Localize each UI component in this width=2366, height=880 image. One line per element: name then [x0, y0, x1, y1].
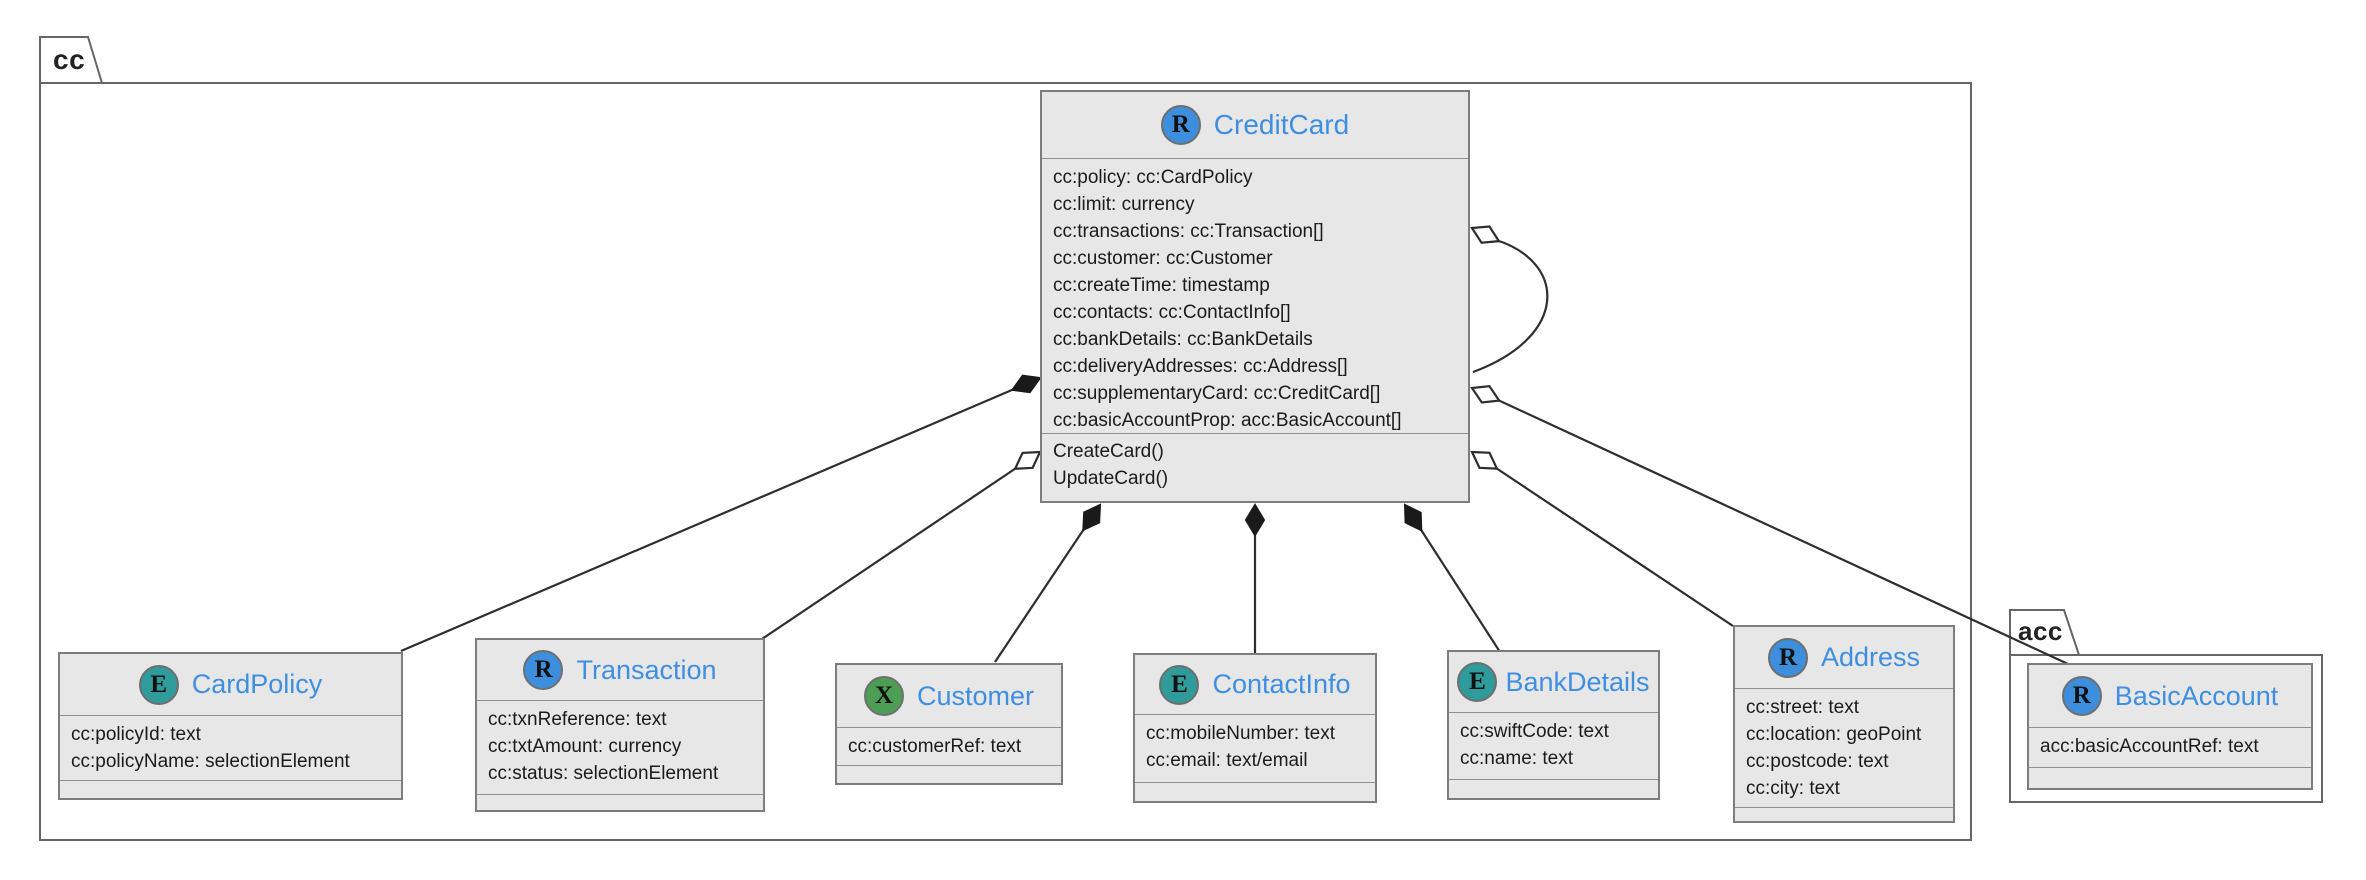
assoc-creditcard-self-loop: [1472, 238, 1549, 374]
class-cardpolicy[interactable]: E CardPolicy cc:policyId: text cc:policyN…: [58, 652, 403, 800]
class-address-attributes: cc:street: text cc:location: geoPoint cc:p…: [1735, 688, 1953, 807]
attribute-row: cc:customer: cc:Customer: [1053, 248, 1273, 269]
class-name: Customer: [916, 680, 1035, 711]
diamond-hollow-transaction: [1013, 450, 1042, 470]
attribute-row: cc:supplementaryCard: cc:CreditCard[]: [1053, 383, 1381, 404]
attribute-row: cc:txnReference: text: [488, 709, 667, 730]
class-cardpolicy-attributes: cc:policyId: text cc:policyName: selectio…: [60, 715, 401, 780]
diamond-hollow-self-loop: [1470, 225, 1501, 244]
class-name: BankDetails: [1505, 666, 1650, 697]
class-bankdetails-title: E BankDetails: [1449, 652, 1658, 712]
assoc-creditcard-transaction: [761, 451, 1041, 640]
attribute-row: cc:policy: cc:CardPolicy: [1053, 167, 1253, 188]
diamond-filled-bankdetails: [1403, 503, 1423, 532]
class-name: ContactInfo: [1212, 669, 1351, 699]
attribute-row: cc:location: geoPoint: [1746, 724, 1922, 745]
class-name: BasicAccount: [2114, 680, 2279, 711]
empty-methods-strip: [837, 765, 1061, 783]
attribute-row: cc:status: selectionElement: [488, 763, 719, 784]
class-basicaccount-attributes: acc:basicAccountRef: text: [2029, 727, 2311, 767]
assoc-creditcard-cardpolicy: [400, 376, 1041, 653]
class-name: Address: [1820, 642, 1921, 672]
attribute-row: cc:mobileNumber: text: [1146, 723, 1336, 744]
attribute-row: cc:email: text/email: [1146, 750, 1308, 771]
class-bankdetails[interactable]: E BankDetails cc:swiftCode: text cc:name:…: [1447, 650, 1660, 800]
method-row: CreateCard(): [1053, 441, 1164, 462]
class-name: CreditCard: [1213, 109, 1350, 140]
class-name: Transaction: [576, 654, 717, 685]
class-contactinfo-attributes: cc:mobileNumber: text cc:email: text/emai…: [1135, 714, 1375, 782]
attribute-row: cc:street: text: [1746, 697, 1859, 718]
empty-methods-strip: [477, 794, 763, 810]
class-creditcard-attributes: cc:policy: cc:CardPolicy cc:limit: curren…: [1042, 158, 1468, 433]
attribute-row: cc:customerRef: text: [848, 736, 1022, 757]
method-row: UpdateCard(): [1053, 468, 1169, 489]
attribute-row: cc:policyName: selectionElement: [71, 751, 350, 772]
class-transaction-title: R Transaction: [477, 640, 763, 700]
class-bankdetails-attributes: cc:swiftCode: text cc:name: text: [1449, 712, 1658, 779]
attribute-row: cc:name: text: [1460, 748, 1573, 769]
class-address-title: R Address: [1735, 627, 1953, 688]
package-cc-frame: [39, 82, 1972, 841]
resource-badge-icon: R: [1160, 105, 1201, 145]
package-acc-label: acc: [2018, 616, 2063, 646]
class-basicaccount[interactable]: R BasicAccount acc:basicAccountRef: text: [2027, 663, 2313, 790]
diamond-hollow-basicaccount: [1470, 384, 1502, 404]
class-contactinfo[interactable]: E ContactInfo cc:mobileNumber: text cc:em…: [1133, 653, 1377, 803]
class-name: CardPolicy: [191, 669, 323, 699]
package-cc-label: cc: [53, 44, 86, 75]
class-transaction-attributes: cc:txnReference: text cc:txtAmount: curre…: [477, 700, 763, 794]
class-contactinfo-title: E ContactInfo: [1135, 655, 1375, 714]
resource-badge-icon: R: [2061, 676, 2102, 716]
diamond-filled-cardpolicy: [1010, 374, 1042, 394]
class-address[interactable]: R Address cc:street: text cc:location: ge…: [1733, 625, 1955, 823]
attribute-row: cc:limit: currency: [1053, 194, 1195, 215]
element-badge-icon: E: [138, 664, 179, 705]
attribute-row: cc:transactions: cc:Transaction[]: [1053, 221, 1324, 242]
class-customer-attributes: cc:customerRef: text: [837, 727, 1061, 765]
attribute-row: cc:postcode: text: [1746, 751, 1889, 772]
extension-badge-icon: X: [863, 676, 904, 716]
attribute-row: cc:basicAccountProp: acc:BasicAccount[]: [1053, 410, 1402, 431]
attribute-row: acc:basicAccountRef: text: [2040, 736, 2259, 757]
resource-badge-icon: R: [523, 650, 564, 690]
diamond-filled-contactinfo: [1244, 503, 1266, 537]
diamond-filled-customer: [1082, 503, 1102, 532]
diamond-hollow-address: [1470, 450, 1499, 470]
empty-methods-strip: [1449, 779, 1658, 798]
element-badge-icon: E: [1159, 664, 1200, 705]
element-badge-icon: E: [1457, 662, 1498, 702]
empty-methods-strip: [60, 780, 401, 798]
assoc-creditcard-address: [1471, 451, 1734, 627]
class-customer[interactable]: X Customer cc:customerRef: text: [835, 663, 1063, 785]
class-creditcard-methods: CreateCard() UpdateCard(): [1042, 433, 1468, 501]
empty-methods-strip: [2029, 767, 2311, 788]
attribute-row: cc:deliveryAddresses: cc:Address[]: [1053, 356, 1348, 377]
resource-badge-icon: R: [1767, 637, 1808, 678]
attribute-row: cc:txtAmount: currency: [488, 736, 682, 757]
attribute-row: cc:swiftCode: text: [1460, 721, 1609, 742]
assoc-creditcard-basicaccount: [1471, 387, 2069, 665]
package-acc-frame: [2009, 654, 2323, 803]
class-basicaccount-title: R BasicAccount: [2029, 665, 2311, 727]
attribute-row: cc:policyId: text: [71, 724, 201, 745]
attribute-row: cc:bankDetails: cc:BankDetails: [1053, 329, 1313, 350]
class-customer-title: X Customer: [837, 665, 1061, 727]
attribute-row: cc:contacts: cc:ContactInfo[]: [1053, 302, 1291, 323]
class-creditcard-title: R CreditCard: [1042, 92, 1468, 158]
empty-methods-strip: [1735, 807, 1953, 821]
attribute-row: cc:createTime: timestamp: [1053, 275, 1270, 296]
class-cardpolicy-title: E CardPolicy: [60, 654, 401, 715]
attribute-row: cc:city: text: [1746, 778, 1840, 799]
empty-methods-strip: [1135, 782, 1375, 801]
